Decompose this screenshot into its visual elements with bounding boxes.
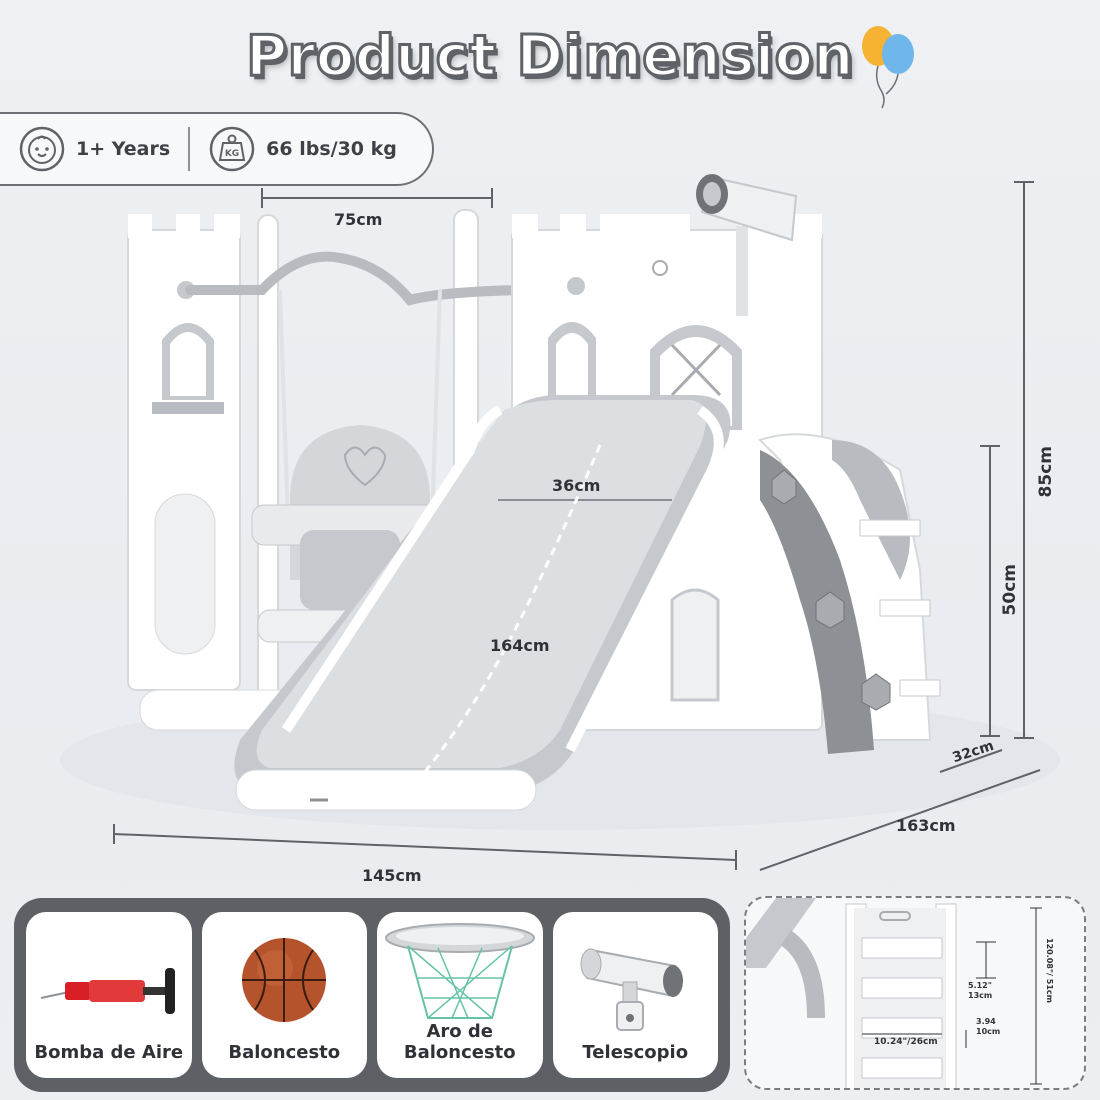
weight-label: 66 lbs/30 kg	[266, 138, 397, 160]
platform-height-label: 50cm	[1000, 564, 1020, 616]
swing-width-label: 75cm	[334, 210, 383, 229]
step-gap-in-label: 3.94	[976, 1017, 996, 1026]
left-tower	[127, 214, 241, 691]
accessory-label: Aro de Baloncesto	[403, 1020, 516, 1064]
air-pump-icon	[40, 968, 175, 1014]
climbing-ladder	[758, 433, 941, 754]
basketball-icon	[242, 938, 327, 1022]
kg-weight-icon: KG	[209, 126, 255, 172]
step-gap-cm-label: 10cm	[976, 1027, 1001, 1036]
page-title: Product Dimension	[245, 23, 855, 91]
basketball-hoop-icon	[384, 923, 535, 1019]
accessory-card: Baloncesto	[201, 912, 367, 1078]
badge-divider	[188, 127, 191, 171]
slide-length-label: 164cm	[490, 636, 550, 655]
baby-face-icon	[19, 126, 65, 172]
playset-illustration	[60, 174, 1060, 871]
front-length-label: 145cm	[362, 866, 422, 885]
ladder-detail-illustration	[746, 898, 1042, 1088]
step-width-label: 10.24"/26cm	[874, 1037, 938, 1047]
balloons-icon	[862, 26, 914, 109]
accessories-panel: Bomba de Aire Baloncesto Aro de Balonces…	[14, 898, 730, 1092]
accessory-card: Bomba de Aire	[26, 912, 192, 1078]
ladder-height-label: 120.08"/ 51cm	[1044, 938, 1054, 1003]
step-height-cm-label: 13cm	[968, 991, 993, 1000]
accessory-card: Telescopio	[552, 912, 718, 1078]
total-height-label: 85cm	[1036, 446, 1056, 498]
slide	[234, 395, 731, 811]
telescope-icon	[580, 948, 684, 1031]
accessory-card: Aro de Baloncesto	[377, 912, 543, 1078]
age-label: 1+ Years	[76, 138, 171, 160]
dimension-lines	[113, 181, 1041, 871]
accessory-label: Telescopio	[582, 1042, 689, 1064]
age-badge: 1+ Years	[0, 114, 188, 184]
slide-width-label: 36cm	[552, 476, 601, 495]
accessory-label: Bomba de Aire	[34, 1042, 184, 1064]
step-height-in-label: 5.12"	[968, 981, 992, 990]
svg-text:KG: KG	[225, 149, 239, 159]
spec-badge: 1+ Years KG 66 lbs/30 kg	[0, 112, 434, 186]
side-length-label: 163cm	[896, 816, 956, 835]
weight-badge: KG 66 lbs/30 kg	[190, 114, 415, 184]
accessory-label: Baloncesto	[228, 1042, 341, 1064]
telescope-part	[696, 174, 798, 316]
ladder-detail-inset: 5.12" 13cm 120.08"/ 51cm 10.24"/26cm 3.9…	[744, 896, 1086, 1090]
